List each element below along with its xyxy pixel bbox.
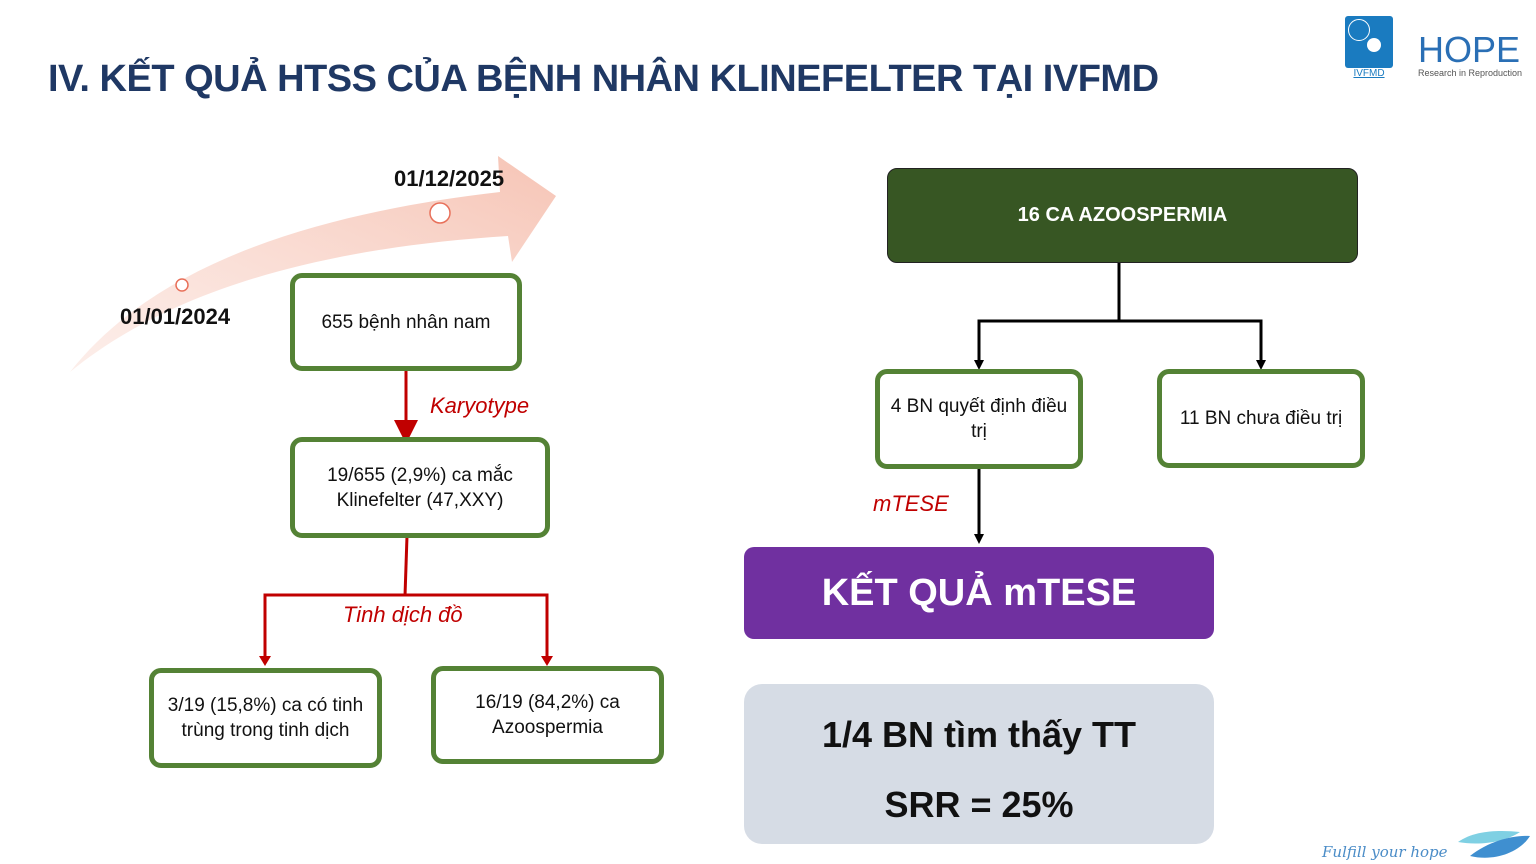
end-date: 01/12/2025 — [394, 166, 505, 191]
end-marker — [429, 202, 451, 224]
mtese-result-title: KẾT QUẢ mTESE — [744, 547, 1214, 639]
treated-box: 4 BN quyết định điều trị — [875, 369, 1083, 469]
mtese-label: mTESE — [873, 491, 949, 516]
azoospermia-box: 16/19 (84,2%) ca Azoospermia — [431, 666, 664, 764]
footer-slogan: Fulfill your hope — [1322, 843, 1448, 861]
start-marker — [175, 278, 189, 292]
semen-analysis-label: Tinh dịch đồ — [343, 602, 463, 627]
result-line-2: SRR = 25% — [884, 784, 1074, 825]
patients-box: 655 bệnh nhân nam — [290, 273, 522, 371]
untreated-box: 11 BN chưa điều trị — [1157, 369, 1365, 468]
hope-tagline: Research in Reproduction — [1418, 68, 1523, 78]
start-date: 01/01/2024 — [120, 304, 231, 329]
ivfmd-logo-text: IVFMD — [1353, 68, 1385, 79]
result-line-1: 1/4 BN tìm thấy TT — [821, 714, 1137, 755]
with-sperm-box: 3/19 (15,8%) ca có tinh trùng trong tinh… — [149, 668, 382, 768]
hope-logo-text: HOPE — [1418, 29, 1521, 70]
page-title: IV. KẾT QUẢ HTSS CỦA BỆNH NHÂN KLINEFELT… — [48, 58, 1159, 100]
karyotype-label: Karyotype — [430, 393, 530, 418]
azoospermia-header: 16 CA AZOOSPERMIA — [887, 168, 1358, 263]
mtese-result-box: 1/4 BN tìm thấy TT SRR = 25% — [744, 684, 1214, 844]
ivfmd-logo: IVFMD — [1345, 16, 1393, 80]
klinefelter-box: 19/655 (2,9%) ca mắc Klinefelter (47,XXY… — [290, 437, 550, 538]
hope-logo: HOPE Research in Reproduction — [1418, 29, 1523, 79]
